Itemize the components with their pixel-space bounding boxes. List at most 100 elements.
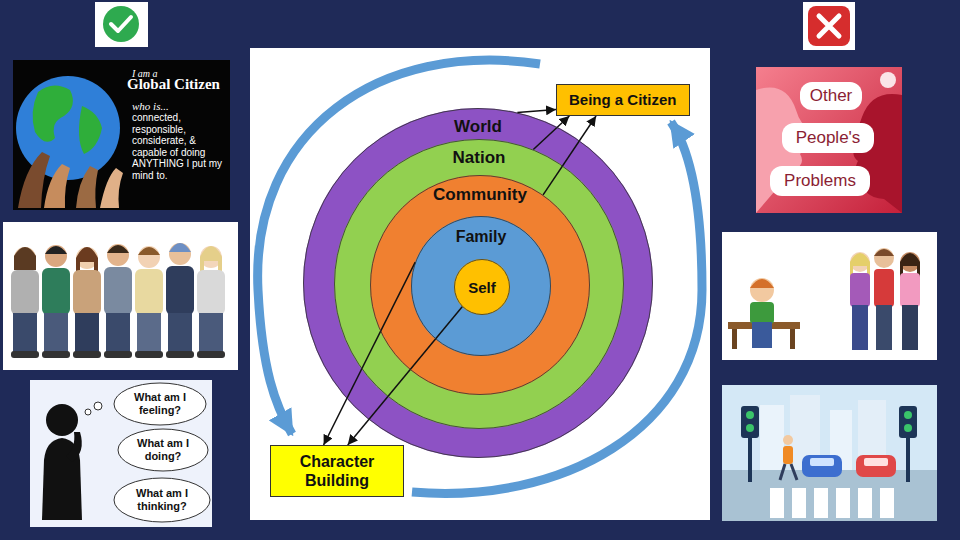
person bbox=[104, 244, 132, 358]
ring-circle: WorldNationCommunityFamilySelf bbox=[303, 108, 653, 458]
ring-label: World bbox=[454, 117, 502, 137]
crossing-picture bbox=[741, 406, 759, 438]
person bbox=[135, 351, 163, 358]
lonely-kid-picture bbox=[722, 232, 937, 360]
person bbox=[42, 351, 70, 358]
global-citizen-picture bbox=[13, 60, 230, 210]
crossing-picture bbox=[722, 470, 937, 521]
lonely-kid-picture bbox=[732, 329, 737, 349]
global-citizen-picture bbox=[100, 168, 123, 208]
person bbox=[169, 243, 191, 265]
connector-arrow bbox=[533, 116, 569, 150]
person bbox=[135, 269, 163, 315]
person bbox=[138, 247, 160, 255]
crossing-picture bbox=[836, 488, 850, 518]
ring-fill bbox=[411, 216, 551, 356]
label-holder: Other bbox=[800, 86, 862, 106]
lonely-kid-picture bbox=[752, 322, 772, 348]
person bbox=[137, 313, 161, 353]
ring-circle: NationCommunityFamilySelf bbox=[334, 139, 624, 429]
lonely-kid-picture bbox=[902, 305, 918, 350]
person bbox=[11, 351, 39, 358]
crossing-picture bbox=[858, 488, 872, 518]
thinking-picture bbox=[30, 380, 212, 527]
lonely-kid-picture bbox=[874, 269, 894, 307]
check-icon bbox=[95, 2, 148, 47]
person bbox=[11, 270, 39, 315]
process-box: Character Building bbox=[270, 445, 404, 497]
ring-label: Family bbox=[456, 227, 507, 246]
cross-icon bbox=[819, 16, 839, 36]
thinking-picture bbox=[66, 432, 82, 462]
picture-text: connected, responsible, considerate, & c… bbox=[132, 112, 227, 181]
global-citizen-picture bbox=[33, 85, 73, 141]
thinking-picture bbox=[30, 380, 212, 527]
logo-word: People's bbox=[796, 128, 861, 148]
crossing-picture bbox=[783, 446, 793, 464]
person bbox=[13, 313, 37, 353]
label-holder: Global Citizen bbox=[127, 75, 229, 93]
person bbox=[45, 245, 67, 267]
person bbox=[73, 351, 101, 358]
label-holder: What am I feeling? bbox=[120, 391, 200, 417]
logo-word: Problems bbox=[784, 171, 856, 191]
ring-label: Nation bbox=[453, 148, 506, 168]
thinking-picture bbox=[46, 404, 78, 436]
crossing-picture bbox=[722, 385, 937, 521]
person bbox=[197, 246, 225, 358]
crossing-picture bbox=[746, 424, 754, 432]
person bbox=[107, 245, 129, 253]
thinking-picture bbox=[85, 409, 91, 415]
thinking-picture bbox=[114, 383, 206, 425]
person bbox=[107, 244, 129, 266]
ring-fill bbox=[454, 259, 510, 315]
connector-arrow bbox=[348, 307, 462, 445]
person bbox=[199, 313, 223, 353]
person bbox=[104, 267, 132, 315]
lonely-kid-picture bbox=[900, 273, 920, 307]
crossing-picture bbox=[904, 411, 912, 419]
process-box: Being a Citizen bbox=[556, 84, 690, 116]
check-icon bbox=[103, 6, 139, 42]
person bbox=[76, 247, 98, 274]
person bbox=[14, 247, 36, 270]
crossing-picture bbox=[880, 488, 894, 518]
cross-icon bbox=[808, 6, 850, 46]
thinking-picture bbox=[118, 429, 208, 471]
person bbox=[138, 246, 160, 268]
crossing-picture bbox=[899, 406, 917, 438]
crossing-picture bbox=[802, 455, 842, 477]
thinking-picture bbox=[94, 402, 102, 410]
picture-title: Global Citizen bbox=[127, 75, 220, 93]
logo-word: Other bbox=[810, 86, 853, 106]
podcast-logo bbox=[880, 72, 896, 88]
person bbox=[14, 247, 36, 269]
person bbox=[166, 243, 194, 358]
ring-fill bbox=[303, 108, 653, 458]
global-citizen-picture bbox=[13, 60, 230, 210]
person bbox=[169, 243, 191, 252]
label-holder: connected, responsible, considerate, & c… bbox=[132, 112, 227, 181]
person bbox=[42, 245, 70, 358]
person bbox=[166, 351, 194, 358]
lonely-kid-picture bbox=[874, 249, 894, 256]
person bbox=[197, 270, 225, 315]
lonely-kid-picture bbox=[850, 273, 870, 307]
crossing-picture bbox=[780, 464, 797, 480]
ring-circle: Self bbox=[454, 259, 510, 315]
podcast-logo bbox=[782, 123, 874, 153]
label-holder: Problems bbox=[770, 171, 870, 191]
person bbox=[166, 266, 194, 315]
box-label: Character Building bbox=[279, 452, 395, 490]
lonely-kid-picture bbox=[852, 305, 868, 350]
podcast-logo bbox=[756, 67, 902, 213]
lonely-kid-picture bbox=[750, 302, 774, 324]
picture-text: who is... bbox=[132, 100, 169, 113]
label-holder: who is... bbox=[132, 96, 227, 114]
global-citizen-picture bbox=[18, 152, 50, 208]
crossing-picture bbox=[814, 488, 828, 518]
crossing-picture bbox=[864, 458, 888, 466]
label-holder: What am I doing? bbox=[123, 437, 203, 463]
crossing-picture bbox=[770, 488, 784, 518]
podcast-logo bbox=[800, 82, 862, 110]
